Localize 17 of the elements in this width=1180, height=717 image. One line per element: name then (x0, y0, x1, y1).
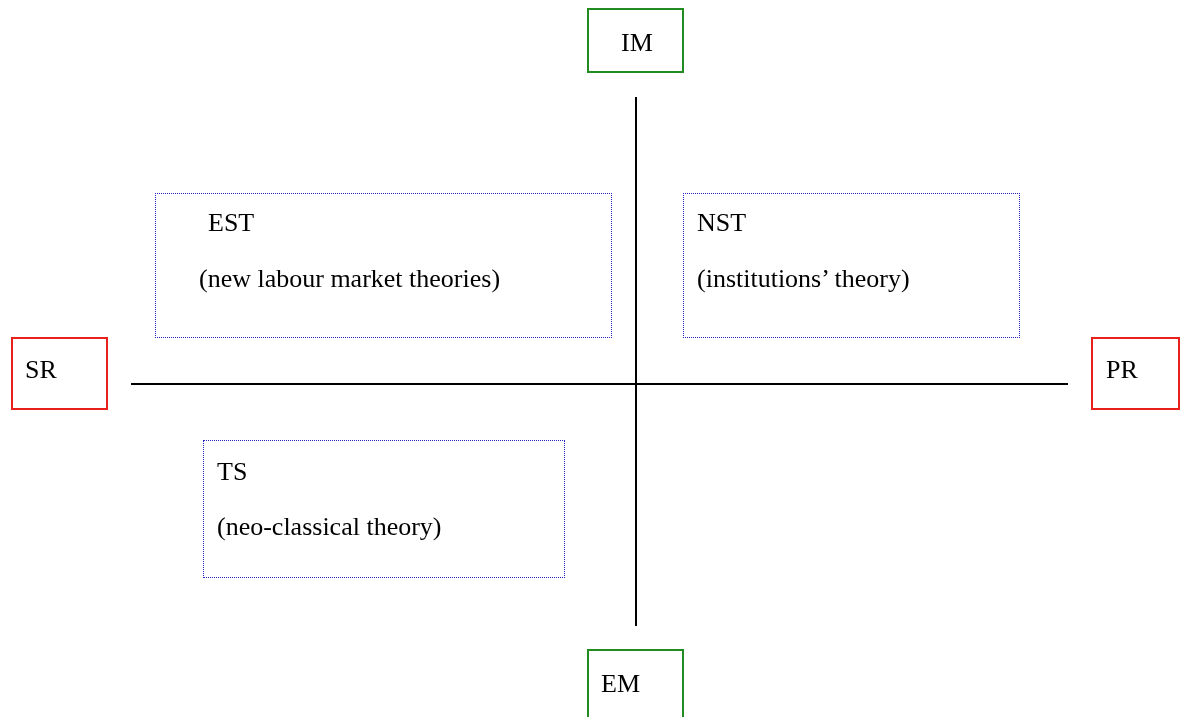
box-title: SR (25, 355, 57, 385)
box-title: NST (697, 208, 747, 238)
box-title: TS (217, 457, 248, 487)
quadrant-box (155, 193, 612, 338)
box-title: EM (601, 669, 640, 699)
axis-label-box (11, 337, 108, 410)
box-subtitle: (new labour market theories) (199, 264, 501, 294)
axis-label-box (587, 8, 684, 73)
box-subtitle: (institutions’ theory) (697, 264, 910, 294)
quadrant-box (203, 440, 565, 578)
quadrant-box (683, 193, 1020, 338)
box-title: IM (621, 28, 653, 58)
box-title: PR (1106, 355, 1138, 385)
box-subtitle: (neo-classical theory) (217, 512, 442, 542)
box-title: EST (208, 208, 255, 238)
axis-label-box (587, 649, 684, 717)
axis-label-box (1091, 337, 1180, 410)
